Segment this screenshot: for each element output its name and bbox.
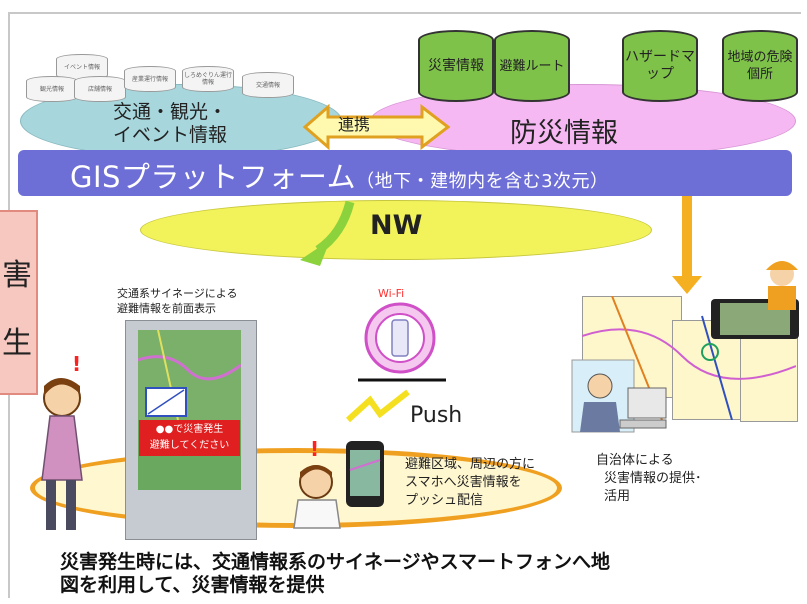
- signage-alert-line1: ●●で災害発生: [155, 424, 224, 435]
- small-db-industry: 産業運行情報: [124, 66, 176, 92]
- cylinder-evacuation-route: 避難ルート: [494, 30, 570, 102]
- link-arrow: [302, 104, 451, 150]
- municipality-caption-line3: 活用: [604, 489, 631, 504]
- smartphone-notice: 避難区域、周辺の方に スマホへ災害情報を プッシュ配信: [405, 456, 535, 510]
- link-label: 連携: [338, 115, 371, 134]
- network-label: NW: [370, 210, 423, 241]
- small-db-traffic: 交通情報: [242, 72, 294, 98]
- cylinder-hazard-map: ハザードマップ: [622, 30, 698, 102]
- small-db-shiromeguri: しろめぐりん運行情報: [182, 66, 234, 92]
- wifi-router-icon: [358, 302, 446, 382]
- network-down-arrow-icon: [300, 200, 355, 266]
- smartphone-notice-line2: スマホへ災害情報を: [405, 475, 522, 490]
- signage-caption-line1: 交通系サイネージによる: [117, 287, 238, 300]
- smartphone-notice-line3: プッシュ配信: [405, 493, 484, 508]
- alert-icon-phone-user: !: [310, 437, 320, 461]
- signage-alert-line2: 避難してください: [149, 440, 230, 451]
- gis-platform-main: GISプラットフォーム: [70, 160, 357, 194]
- signage-alert-box: ●●で災害発生 避難してください: [139, 420, 240, 456]
- walking-woman-icon: [41, 378, 83, 530]
- municipality-caption-line1: 自治体による: [596, 453, 674, 468]
- office-worker-icon: [571, 359, 667, 433]
- disaster-info-label: 防災情報: [510, 118, 618, 149]
- signage-map-screen: [137, 329, 242, 490]
- municipality-connector-line: [682, 196, 692, 280]
- summary-line2: 図を利用して、災害情報を提供: [60, 574, 325, 596]
- signage-caption-line2: 避難情報を前面表示: [117, 302, 216, 315]
- side-char-1: 害: [2, 258, 32, 293]
- traffic-info-label-line2: イベント情報: [112, 124, 227, 146]
- small-db-tourism: 観光情報: [26, 76, 78, 102]
- cylinder-danger-spots: 地域の危険個所: [722, 30, 798, 102]
- municipality-caption: 自治体による 災害情報の提供･ 活用: [596, 452, 702, 506]
- summary-text: 災害発生時には、交通情報系のサイネージやスマートフォンへ地 図を利用して、災害情…: [60, 551, 780, 597]
- gis-platform-bar: [18, 150, 792, 196]
- field-worker-icon: [766, 261, 798, 310]
- smartphone-notice-line1: 避難区域、周辺の方に: [405, 457, 536, 472]
- push-lightning-icon: [346, 389, 410, 423]
- traffic-info-label: 交通・観光・ イベント情報: [70, 101, 270, 147]
- signage-caption: 交通系サイネージによる 避難情報を前面表示: [117, 286, 237, 316]
- disaster-occurrence-arrow: [0, 210, 38, 395]
- gis-platform-sub: （地下・建物内を含む3次元）: [356, 171, 609, 192]
- cylinder-disaster-info: 災害情報: [418, 30, 494, 102]
- gis-platform-label: GISプラットフォーム（地下・建物内を含む3次元）: [70, 154, 609, 196]
- traffic-info-label-line1: 交通・観光・: [112, 101, 227, 123]
- push-label: Push: [410, 403, 463, 428]
- signage-map-icon: [137, 329, 242, 421]
- smartphone-icon: [346, 441, 384, 507]
- wifi-label: Wi-Fi: [378, 287, 405, 300]
- side-char-2: 生: [2, 326, 32, 361]
- summary-line1: 災害発生時には、交通情報系のサイネージやスマートフォンへ地: [60, 551, 611, 573]
- phone-user-icon: [293, 465, 341, 529]
- alert-icon-woman: !: [72, 352, 82, 376]
- municipality-arrow-icon: [672, 276, 702, 294]
- small-db-shops: 店舗情報: [74, 76, 126, 102]
- municipality-caption-line2: 災害情報の提供･: [604, 471, 702, 486]
- network-ellipse: [140, 200, 652, 260]
